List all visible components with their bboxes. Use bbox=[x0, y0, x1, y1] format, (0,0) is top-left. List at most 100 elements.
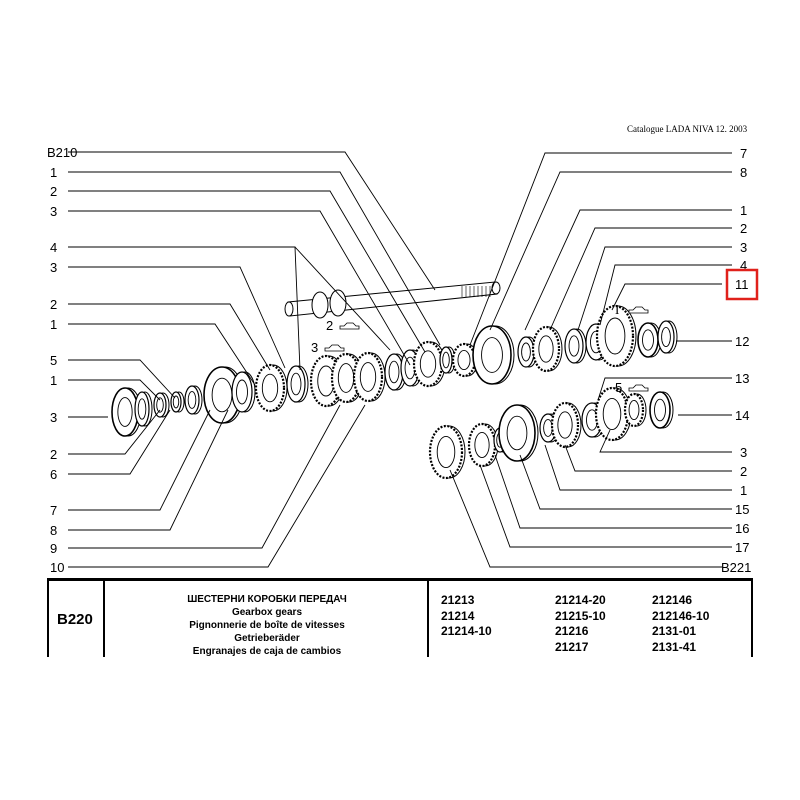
part-bore bbox=[172, 395, 180, 409]
part-bore bbox=[442, 351, 450, 369]
leader-line bbox=[294, 246, 391, 351]
part-bore bbox=[661, 326, 671, 348]
callout-label-right: 4 bbox=[740, 258, 747, 273]
callout-label-right: 15 bbox=[735, 502, 749, 517]
leader-line bbox=[68, 404, 341, 549]
model: 21214-10 bbox=[441, 624, 492, 638]
table-divider bbox=[103, 581, 105, 657]
table-divider bbox=[427, 581, 429, 657]
leader-line bbox=[68, 359, 176, 399]
leader-line bbox=[479, 464, 732, 548]
model: 21216 bbox=[555, 624, 589, 638]
part-bore bbox=[481, 337, 503, 373]
leader-line bbox=[524, 209, 732, 331]
gear-annotation: 5 bbox=[615, 380, 622, 395]
title-ru: ШЕСТЕРНИ КОРОБКИ ПЕРЕДАЧ bbox=[187, 594, 347, 605]
leader-line bbox=[68, 210, 411, 366]
part-bore bbox=[474, 431, 490, 459]
callout-label-left: 1 bbox=[50, 317, 57, 332]
highlight-box bbox=[725, 268, 759, 301]
model: 2131-01 bbox=[652, 624, 697, 638]
leader-line bbox=[68, 409, 161, 455]
models-col-2: 21214-20 21215-10 21216 21217 bbox=[555, 593, 606, 655]
callout-label-right: 2 bbox=[740, 221, 747, 236]
part-bore bbox=[290, 372, 302, 396]
part-bore bbox=[156, 397, 164, 413]
callout-label-left: 9 bbox=[50, 541, 57, 556]
callout-label-right: 11 bbox=[735, 277, 749, 292]
shaft-end bbox=[284, 301, 294, 317]
car-icon bbox=[628, 384, 649, 392]
leader-line bbox=[519, 454, 732, 510]
callout-label-left: 2 bbox=[50, 184, 57, 199]
part-bore bbox=[137, 398, 147, 420]
part-bore bbox=[602, 397, 622, 431]
part-bore bbox=[211, 377, 233, 413]
part-bore bbox=[521, 342, 531, 362]
model: 21217 bbox=[555, 639, 589, 654]
leader-line bbox=[68, 409, 229, 531]
callout-label-right: 12 bbox=[735, 334, 749, 349]
leader-line bbox=[68, 190, 426, 353]
callout-label-left: 7 bbox=[50, 503, 57, 518]
part-bore bbox=[337, 363, 355, 393]
part-bore bbox=[457, 349, 471, 371]
callout-label-right: 1 bbox=[740, 483, 747, 498]
leader-line bbox=[68, 379, 161, 401]
callout-label-left: 5 bbox=[50, 353, 57, 368]
table-border bbox=[47, 581, 49, 657]
car-icon bbox=[339, 322, 360, 330]
model: 212146 bbox=[652, 593, 693, 607]
section-titles: ШЕСТЕРНИ КОРОБКИ ПЕРЕДАЧ Gearbox gears P… bbox=[107, 593, 427, 658]
leader-line bbox=[68, 171, 441, 346]
callout-label-left: 3 bbox=[50, 204, 57, 219]
part-bore bbox=[642, 329, 654, 351]
callout-label-right: 14 bbox=[735, 408, 749, 423]
leader-line bbox=[68, 409, 171, 475]
callout-label-right: 2 bbox=[740, 464, 747, 479]
callout-label-right: 16 bbox=[735, 521, 749, 536]
part-bore bbox=[506, 415, 528, 451]
part-bore bbox=[236, 379, 248, 405]
car-icon bbox=[628, 306, 649, 314]
model: 21214-20 bbox=[555, 593, 606, 607]
shaft-gear bbox=[311, 291, 329, 319]
title-es: Engranajes de caja de cambios bbox=[192, 646, 342, 657]
part-bore bbox=[359, 362, 377, 392]
title-en: Gearbox gears bbox=[231, 607, 303, 618]
part-bore bbox=[557, 411, 573, 439]
leader-line bbox=[489, 171, 732, 331]
callout-label-right: 17 bbox=[735, 540, 749, 555]
callout-label-left: 1 bbox=[50, 373, 57, 388]
model: 21213 bbox=[441, 593, 475, 607]
leader-line bbox=[68, 409, 211, 511]
leader-line bbox=[68, 303, 271, 371]
part-bore bbox=[261, 373, 279, 403]
callout-label-left: 10 bbox=[50, 560, 64, 575]
callout-label-left: 1 bbox=[50, 165, 57, 180]
part-bore bbox=[419, 350, 437, 378]
title-fr: Pignonnerie de boîte de vitesses bbox=[189, 620, 345, 631]
leader-line bbox=[611, 283, 722, 311]
leader-line bbox=[449, 469, 722, 568]
part-bore bbox=[117, 397, 133, 427]
part-bore bbox=[654, 398, 666, 422]
callout-label-left: 6 bbox=[50, 467, 57, 482]
callout-label-left: 4 bbox=[50, 240, 57, 255]
gear-annotation: I bbox=[615, 302, 619, 317]
leader-line bbox=[68, 404, 366, 568]
models-col-1: 21213 21214 21214-10 bbox=[441, 593, 492, 640]
part-bore bbox=[568, 335, 580, 357]
gear-annotation: 3 bbox=[311, 340, 318, 355]
model: 212146-10 bbox=[652, 608, 710, 623]
car-icon bbox=[324, 344, 345, 352]
callout-label-right: 3 bbox=[740, 445, 747, 460]
callout-label-right: B221 bbox=[721, 560, 751, 575]
part-bore bbox=[538, 335, 554, 363]
callout-label-left: 2 bbox=[50, 297, 57, 312]
leader-line bbox=[68, 151, 436, 291]
callout-label-left: 8 bbox=[50, 523, 57, 538]
title-de: Getrieberäder bbox=[234, 633, 300, 644]
section-code: B220 bbox=[57, 611, 93, 628]
leader-line bbox=[469, 152, 732, 346]
